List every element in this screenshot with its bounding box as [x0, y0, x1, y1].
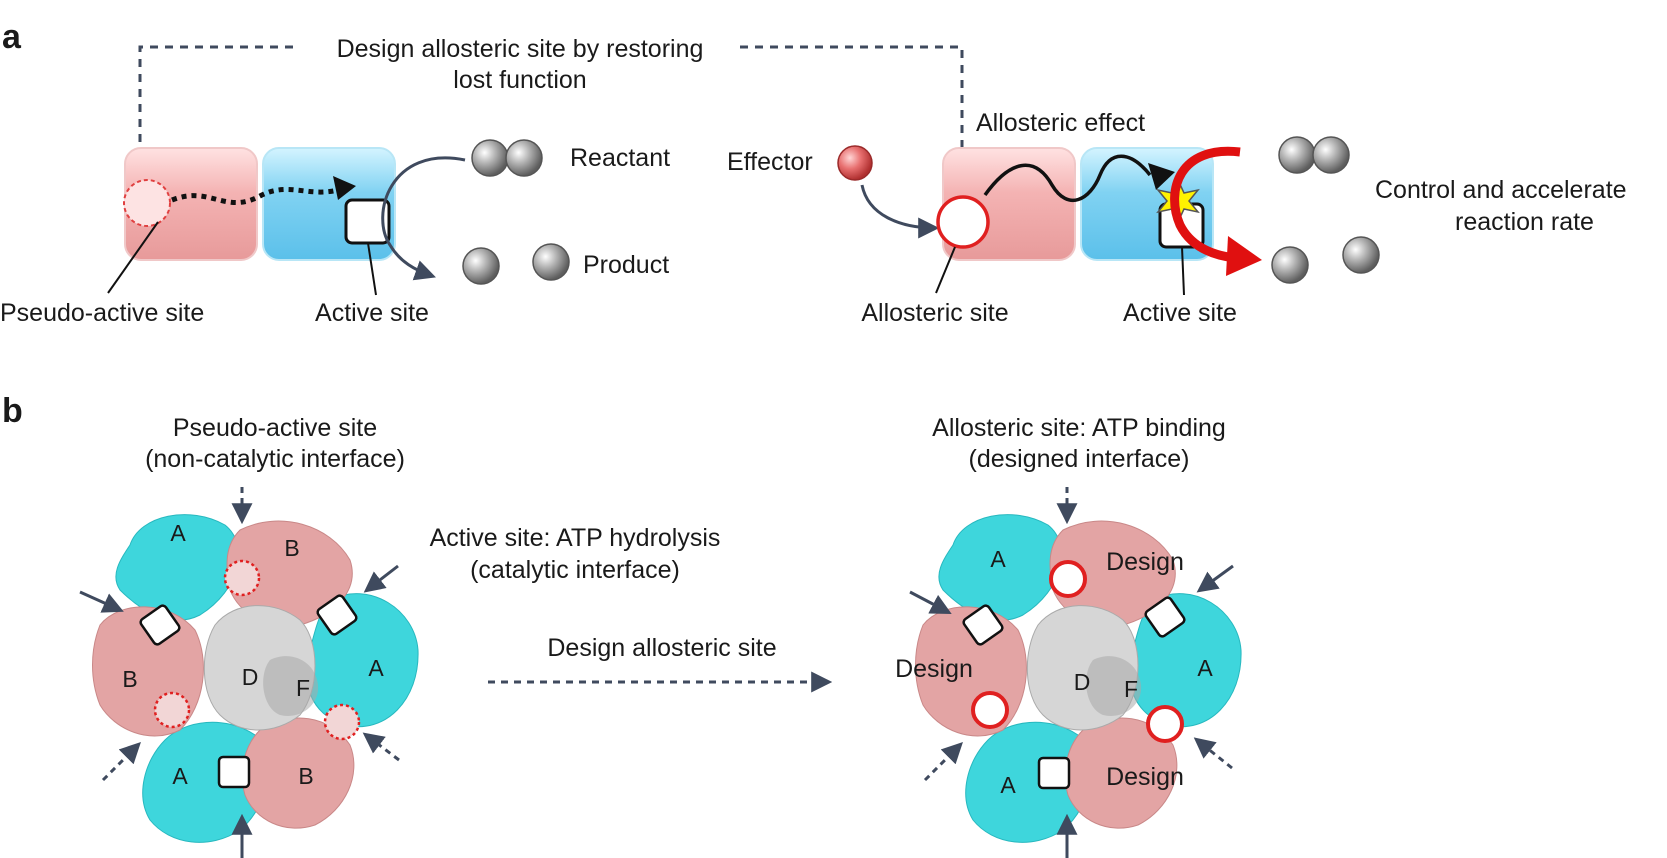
product-ball-1 — [462, 247, 500, 285]
right-active-arrow-left — [909, 590, 952, 614]
design-label-bottom: Design — [1106, 763, 1184, 791]
allosteric-wave-arrowhead — [1148, 163, 1175, 190]
product-label: Product — [583, 251, 669, 279]
accelerated-reaction-arrow — [1170, 146, 1241, 263]
dotted-arrowhead — [333, 176, 356, 200]
active-site-label-left: Active site — [315, 299, 429, 327]
right-subunit-d: D — [1074, 669, 1091, 695]
active-arrow-left — [79, 590, 124, 613]
allosteric-signal-wave — [983, 154, 1152, 203]
dotted-communication-arrow — [171, 185, 346, 206]
active-site-callout-line-left — [367, 242, 377, 296]
active-site-callout-line-right — [1181, 246, 1185, 296]
allosteric-site-callout-line — [935, 246, 956, 294]
design-caption-line2: lost function — [453, 66, 586, 94]
pseudo-site-callout-line — [107, 221, 159, 294]
control-caption-line2: reaction rate — [1455, 208, 1594, 236]
accelerated-arrowhead — [1226, 236, 1262, 276]
pseudo-site-right — [323, 703, 361, 741]
design-label-left: Design — [895, 655, 973, 683]
active-title-line1: Active site: ATP hydrolysis — [430, 524, 721, 552]
design-label-top: Design — [1106, 548, 1184, 576]
effector-ball — [837, 145, 873, 181]
right-subunit-f: F — [1124, 676, 1138, 702]
pseudo-active-site-label: Pseudo-active site — [0, 299, 204, 327]
right-active-square-ul — [962, 604, 1004, 646]
left-subunit-a3: A — [172, 763, 188, 789]
effector-binding-arrow — [860, 184, 940, 239]
allo-arrow-left — [923, 742, 963, 782]
right-active-square-ur — [1144, 596, 1186, 638]
control-caption-line1: Control and accelerate — [1375, 176, 1627, 204]
reactant-ball-2 — [505, 139, 543, 177]
panel-b-letter: b — [2, 392, 23, 430]
active-arrow-right — [363, 564, 399, 593]
right-subunit-a3: A — [1000, 772, 1016, 798]
pseudo-arrow-right — [362, 732, 400, 762]
left-subunit-b3: B — [298, 763, 313, 789]
right-active-square-bottom — [1037, 756, 1071, 790]
allo-title-line1: Allosteric site: ATP binding — [932, 414, 1226, 442]
active-site-label-right: Active site — [1123, 299, 1237, 327]
active-site-square-bottom — [217, 755, 251, 789]
product-ball-2 — [532, 243, 570, 281]
designed-site-right — [1146, 705, 1184, 743]
left-hexamer — [92, 514, 419, 843]
panel-a-letter: a — [2, 18, 22, 56]
pseudo-title-line1: Pseudo-active site — [173, 414, 377, 442]
designed-site-top — [1049, 560, 1087, 598]
pseudo-site-left — [153, 691, 191, 729]
product-ball-right-1 — [1271, 246, 1309, 284]
left-subunit-d: D — [242, 664, 259, 690]
right-subunit-a2: A — [1197, 655, 1213, 681]
allosteric-effect-label: Allosteric effect — [976, 109, 1145, 137]
left-subunit-a2: A — [368, 655, 384, 681]
left-subunit-f: F — [296, 675, 310, 701]
effector-label: Effector — [727, 148, 813, 176]
allo-title-line2: (designed interface) — [969, 445, 1190, 473]
design-caption-line1: Design allosteric site by restoring — [337, 35, 704, 63]
active-title-line2: (catalytic interface) — [470, 556, 680, 584]
allosteric-site-marker — [936, 195, 990, 249]
pseudo-title-line2: (non-catalytic interface) — [145, 445, 405, 473]
allo-arrow-right — [1193, 737, 1233, 770]
active-site-marker-left — [344, 198, 391, 245]
active-site-square-ur — [316, 594, 358, 636]
pseudo-arrow-left — [101, 742, 141, 782]
design-arrow-label: Design allosteric site — [547, 634, 776, 662]
left-subunit-b1: B — [284, 535, 299, 561]
pseudo-site-top — [223, 559, 261, 597]
active-site-square-ul — [139, 604, 181, 646]
pseudo-active-site-marker — [123, 179, 171, 227]
substrate-conversion-arrow-left — [381, 156, 466, 281]
designed-site-left — [971, 691, 1009, 729]
left-subunit-a1: A — [170, 520, 186, 546]
reactant-label: Reactant — [570, 144, 670, 172]
right-active-arrow-right — [1196, 564, 1234, 593]
reactant-ball-right-2 — [1312, 136, 1350, 174]
reactant-ball-right-1 — [1278, 136, 1316, 174]
allosteric-site-label: Allosteric site — [861, 299, 1008, 327]
right-subunit-a1: A — [990, 546, 1006, 572]
design-dashed-path — [138, 45, 964, 172]
reactant-ball-1 — [471, 139, 509, 177]
product-ball-right-2 — [1342, 236, 1380, 274]
left-subunit-b2: B — [122, 666, 137, 692]
